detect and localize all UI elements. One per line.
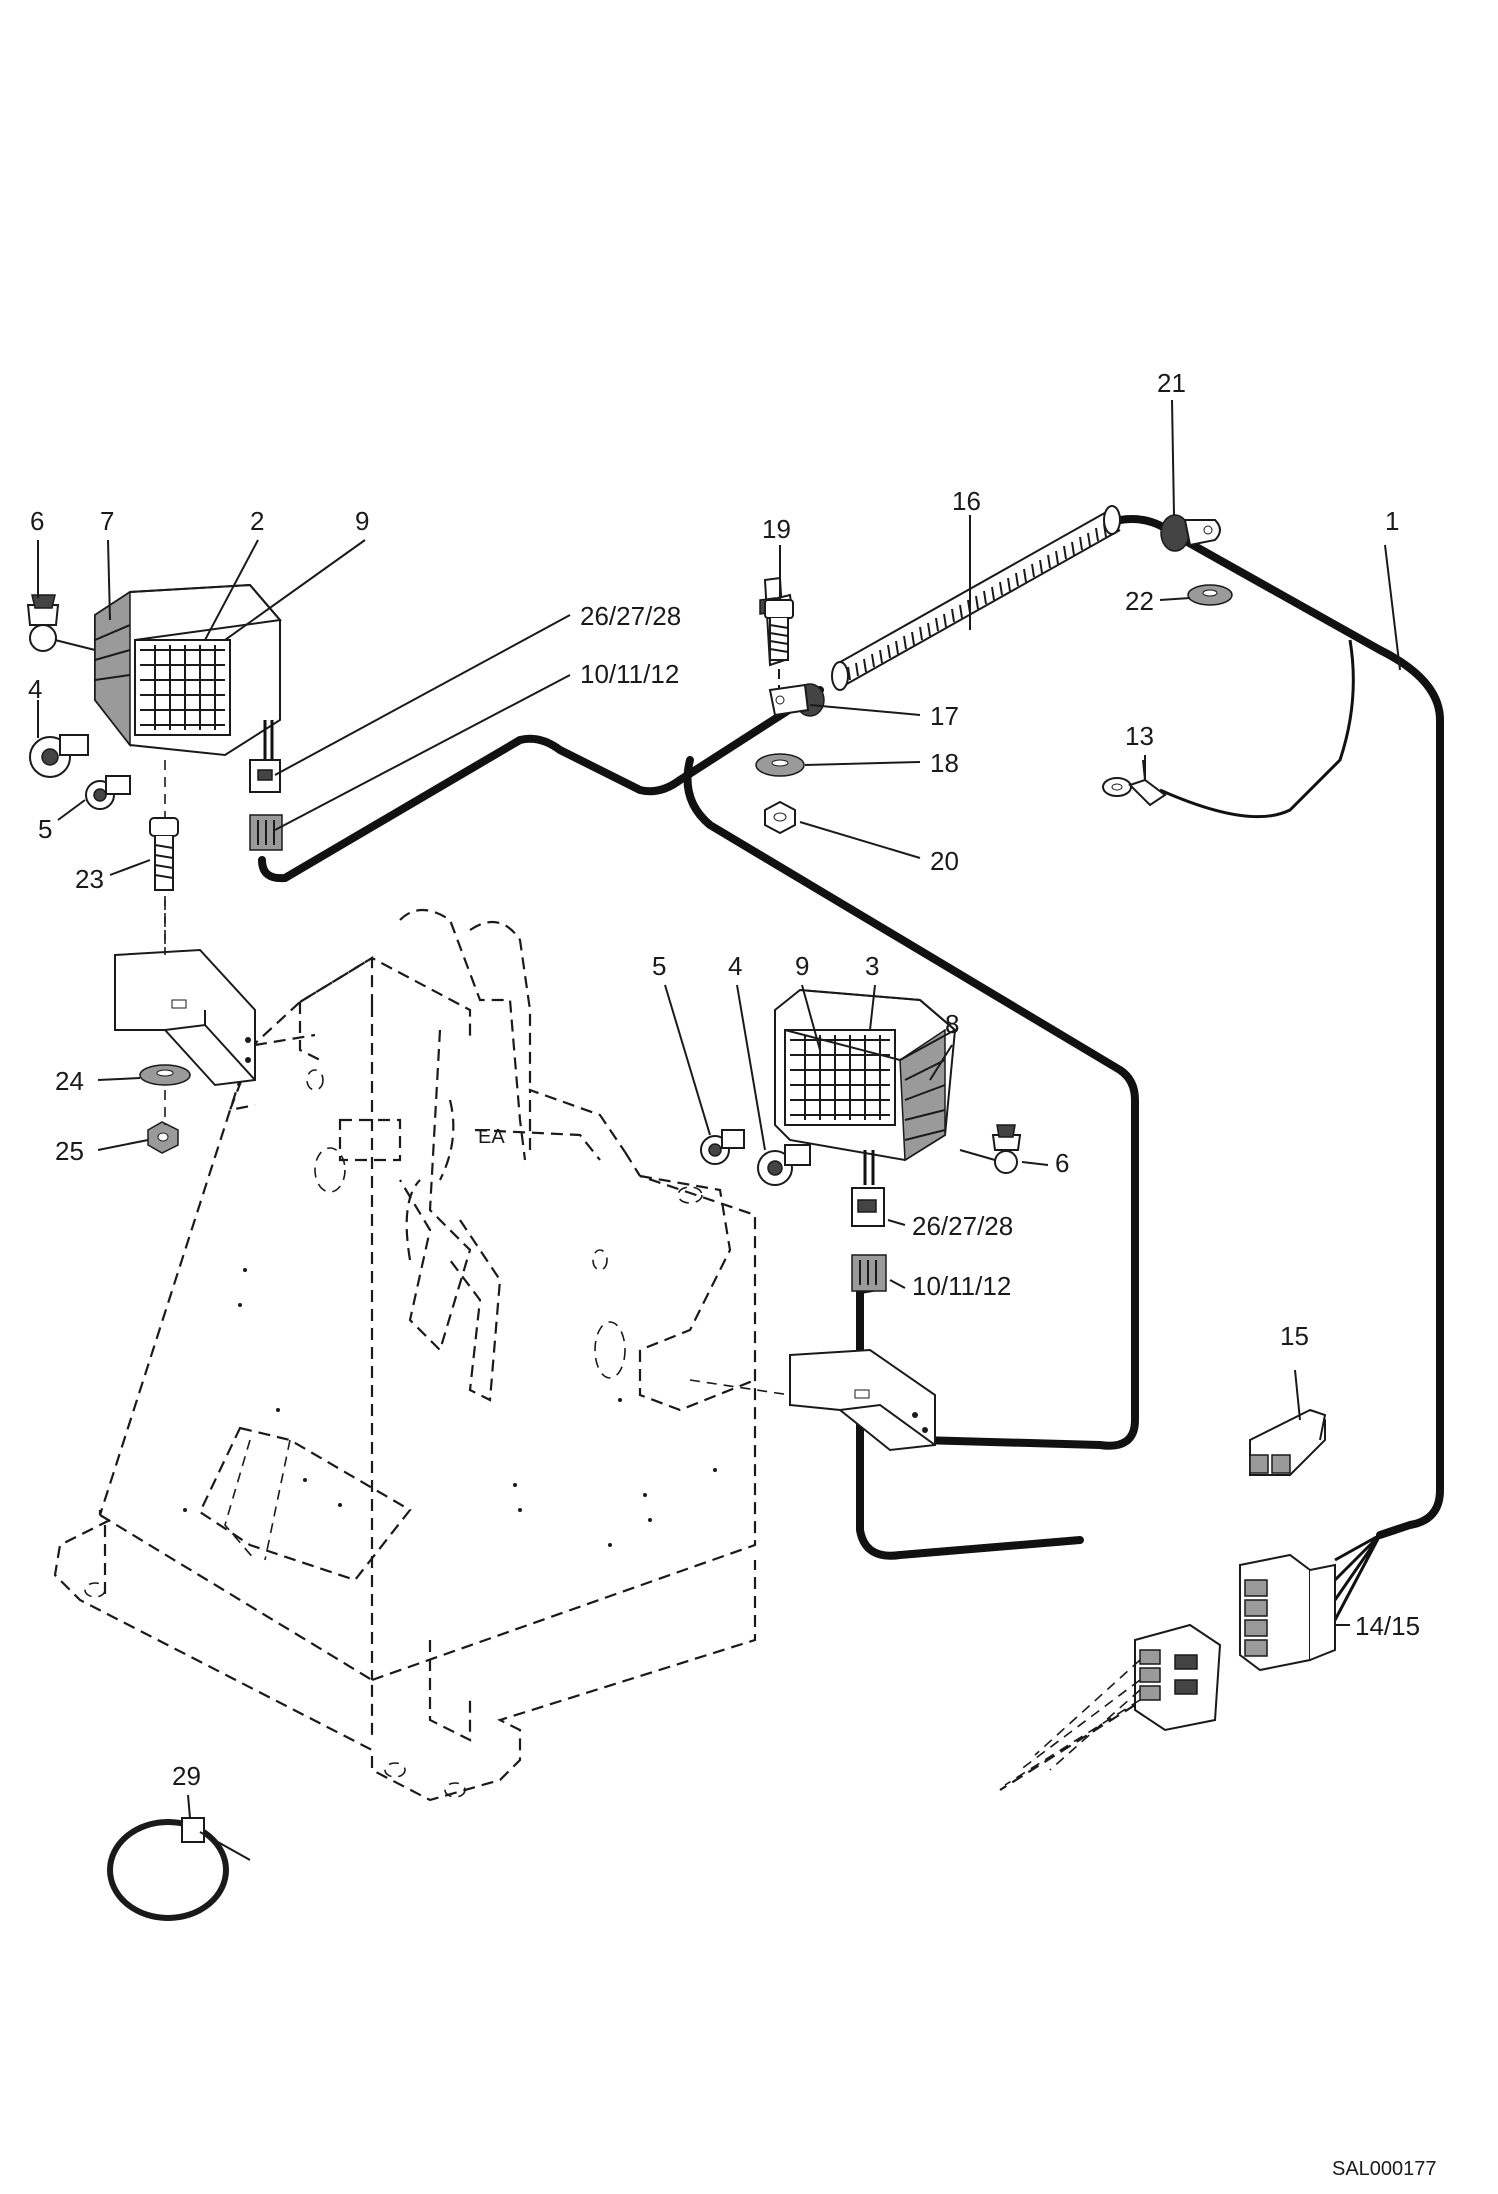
label-6-right: 6 — [1055, 1148, 1069, 1178]
label-22: 22 — [1125, 586, 1154, 616]
label-26-27-28-left: 26/27/28 — [580, 601, 681, 631]
callout-labels: 6 7 2 9 26/27/28 10/11/12 4 5 23 24 25 1… — [28, 368, 1437, 2180]
socket-right-4 — [757, 1144, 811, 1186]
label-5-left: 5 — [38, 814, 52, 844]
label-5-right: 5 — [652, 951, 666, 981]
label-16: 16 — [952, 486, 981, 516]
label-23: 23 — [75, 864, 104, 894]
socket-left-5 — [85, 775, 131, 810]
terminal-15 — [1249, 1408, 1327, 1476]
label-3: 3 — [865, 951, 879, 981]
clamp-21 — [1160, 514, 1221, 552]
label-29: 29 — [172, 1761, 201, 1791]
bulb-left-6 — [26, 594, 96, 652]
label-4-left: 4 — [28, 674, 42, 704]
label-15: 15 — [1280, 1321, 1309, 1351]
label-20: 20 — [930, 846, 959, 876]
label-6-left: 6 — [30, 506, 44, 536]
loader-frame: EA — [53, 908, 791, 1802]
socket-left-4 — [29, 734, 89, 778]
label-19: 19 — [762, 514, 791, 544]
label-9-left: 9 — [355, 506, 369, 536]
work-lamp-left-2 — [94, 583, 283, 1000]
work-lamp-right-3 — [774, 988, 957, 1292]
label-18: 18 — [930, 748, 959, 778]
lamp-bracket-right — [789, 1348, 936, 1452]
socket-right-5 — [700, 1129, 745, 1165]
drawing-code: SAL000177 — [1332, 2158, 1437, 2180]
label-9-right: 9 — [795, 951, 809, 981]
label-14-15: 14/15 — [1355, 1611, 1420, 1641]
protective-spring-16 — [831, 505, 1121, 691]
label-2: 2 — [250, 506, 264, 536]
label-7: 7 — [100, 506, 114, 536]
label-17: 17 — [930, 701, 959, 731]
ring-terminal-13 — [1102, 759, 1167, 807]
label-1: 1 — [1385, 506, 1399, 536]
label-10-11-12-right: 10/11/12 — [912, 1271, 1011, 1301]
label-8: 8 — [945, 1009, 959, 1039]
label-10-11-12-left: 10/11/12 — [580, 659, 679, 689]
label-26-27-28-right: 26/27/28 — [912, 1211, 1013, 1241]
label-21: 21 — [1157, 368, 1186, 398]
cable-tie-29 — [107, 1817, 251, 1921]
washer-22 — [1187, 584, 1233, 606]
label-25: 25 — [55, 1136, 84, 1166]
main-harness — [258, 515, 1444, 1560]
label-4-right: 4 — [728, 951, 742, 981]
label-24: 24 — [55, 1066, 84, 1096]
lamp-bracket-left — [114, 817, 256, 1154]
leader-lines — [37, 399, 1401, 1819]
bulb-right-6 — [959, 1124, 1022, 1174]
svg-text:EA: EA — [478, 1126, 505, 1148]
connector-14-15-mating — [999, 1623, 1222, 1791]
label-13: 13 — [1125, 721, 1154, 751]
connector-14-15-housing — [1239, 1533, 1382, 1672]
